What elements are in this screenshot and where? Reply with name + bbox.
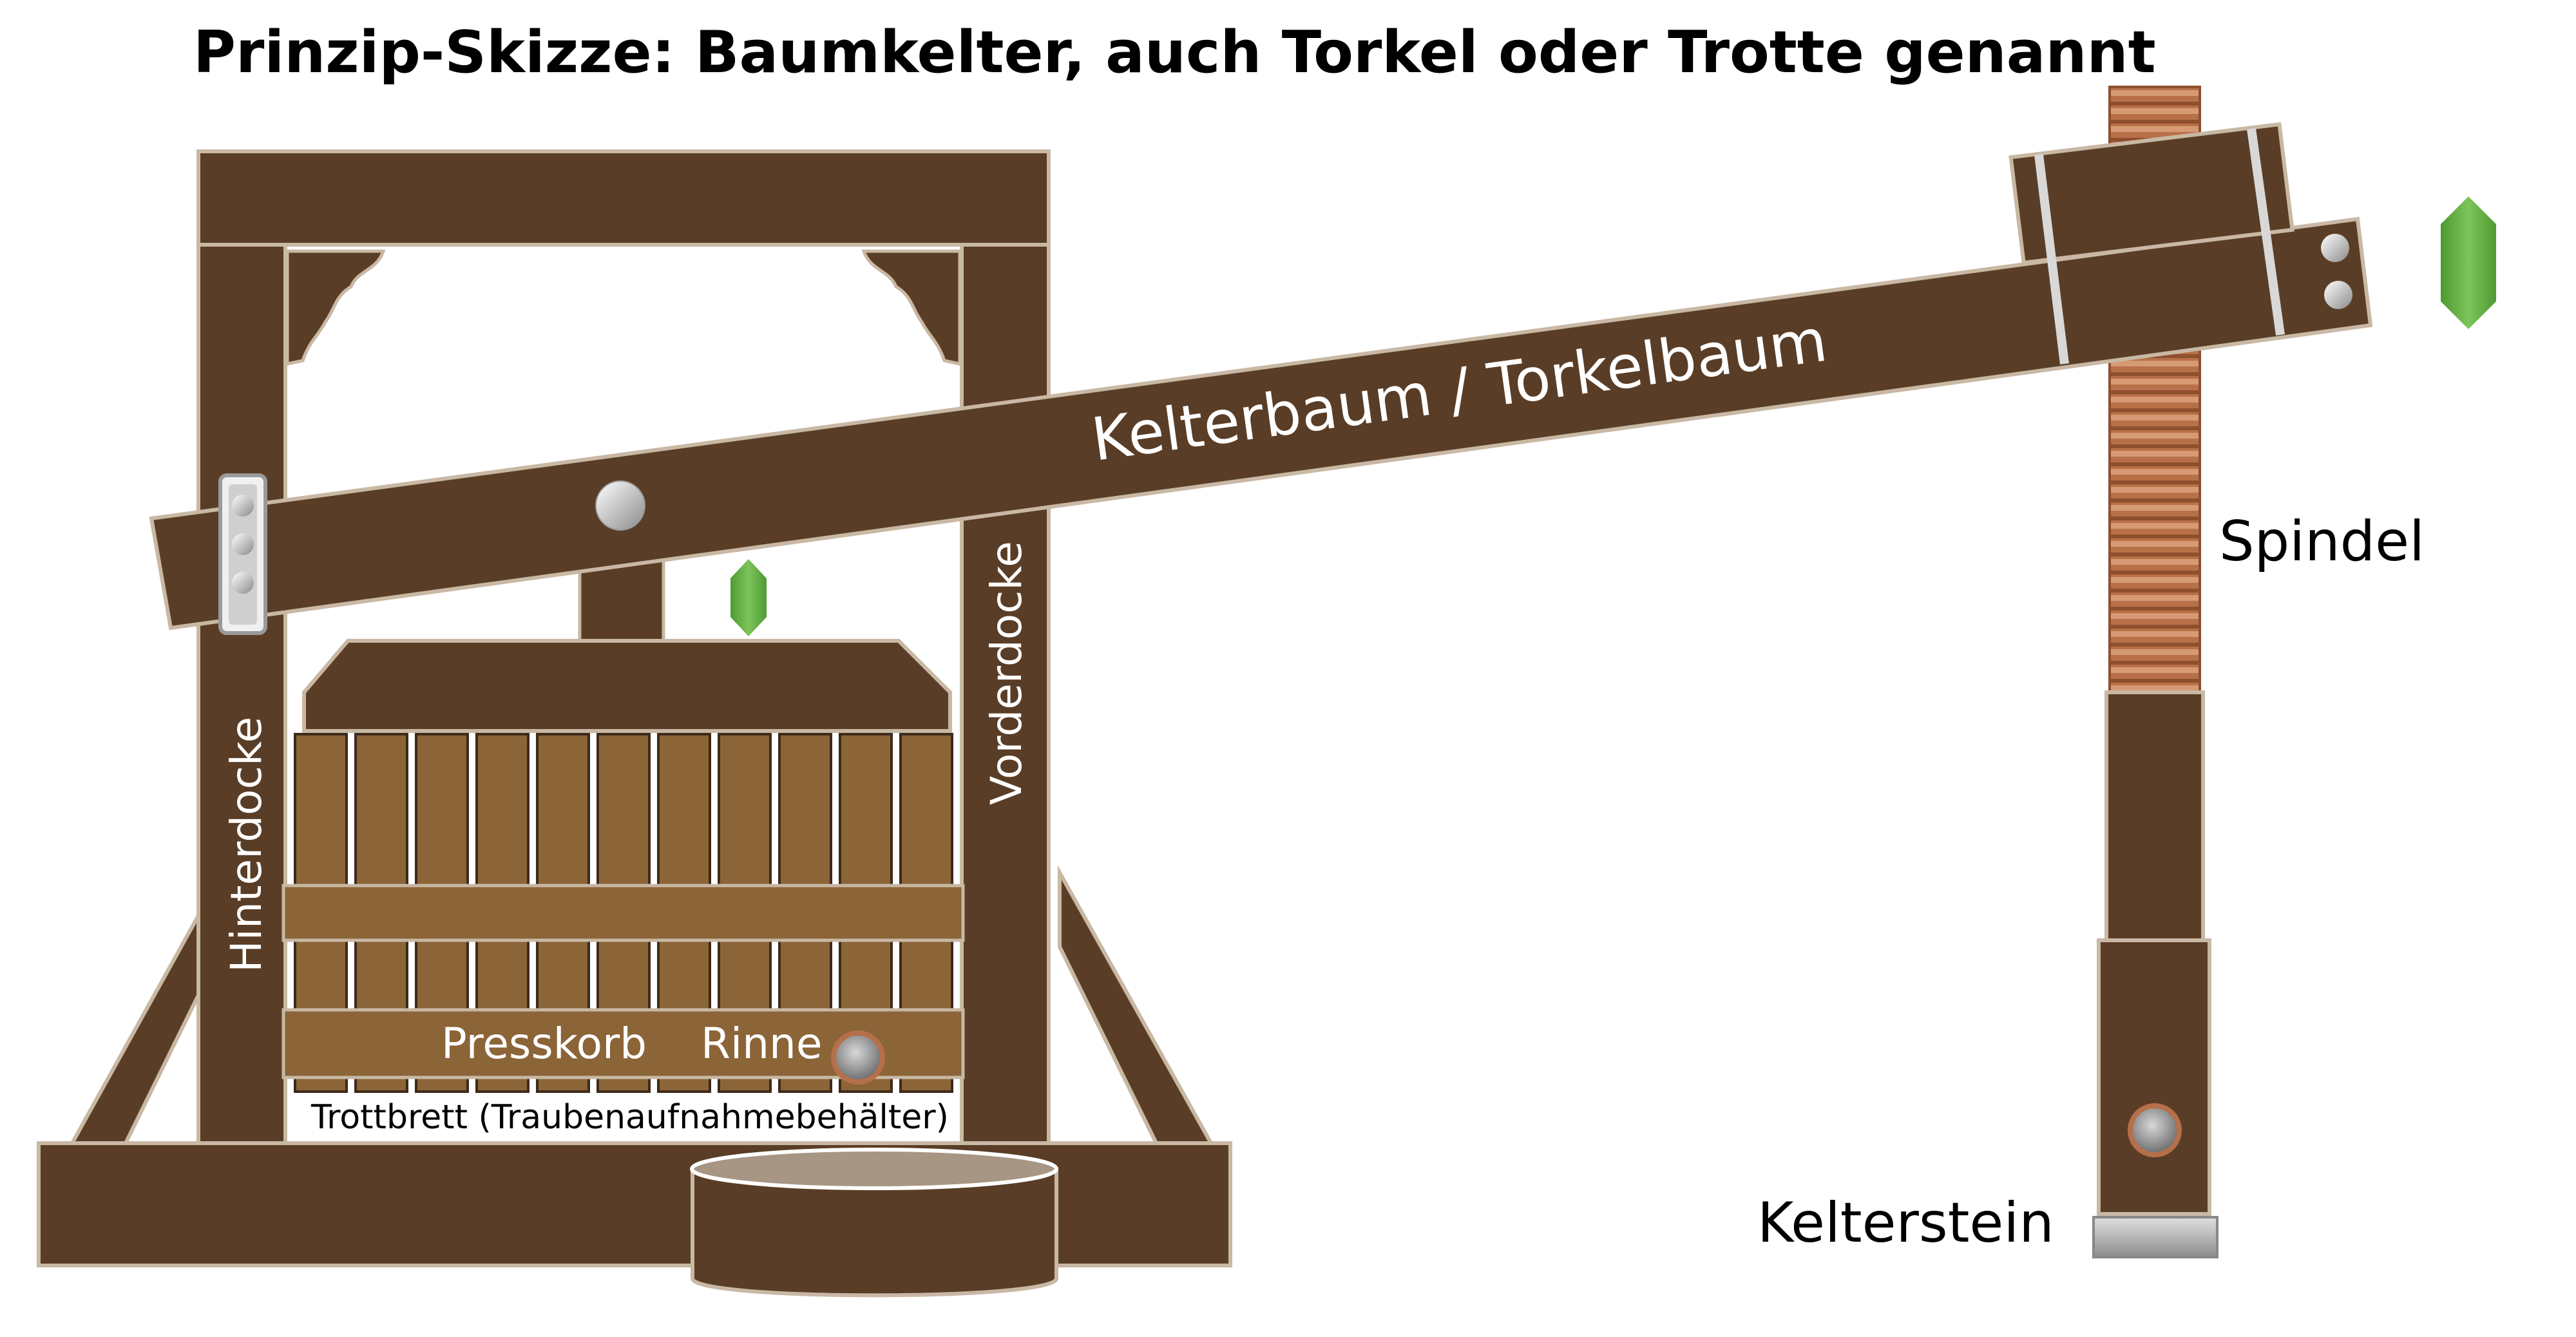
label-presskorb: Presskorb — [441, 1019, 647, 1068]
beam-metal-band-1 — [2034, 154, 2069, 365]
press-stem — [578, 552, 665, 646]
label-trottbrett: Trottbrett (Traubenaufnahmebehälter) — [310, 1098, 949, 1137]
label-hinterdocke: Hinterdocke — [222, 717, 271, 972]
left-corner-bracket — [285, 249, 386, 366]
clamp-bolt-1 — [232, 495, 254, 517]
clamp-bolt-2 — [232, 533, 254, 555]
spindel-housing-upper — [2104, 690, 2205, 942]
label-kelterstein: Kelterstein — [1757, 1191, 2054, 1255]
hinterdocke-post — [196, 243, 287, 1148]
label-rinne: Rinne — [701, 1019, 822, 1068]
right-corner-bracket — [861, 249, 962, 366]
basin-rim — [690, 1148, 1058, 1190]
clamp-bolt-3 — [232, 572, 254, 594]
press-lid — [302, 639, 952, 733]
presskorb-upper-band — [281, 884, 965, 942]
vorderdocke-post — [960, 243, 1051, 1148]
top-crossbeam — [196, 149, 1051, 247]
motion-arrow-icon — [2441, 196, 2496, 329]
beam-metal-band-2 — [2247, 128, 2285, 336]
spindel-pivot-pin — [2128, 1103, 2182, 1157]
beam-pivot-bolt — [595, 480, 645, 531]
collecting-basin — [691, 1167, 1058, 1298]
diagram-title: Prinzip-Skizze: Baumkelter, auch Torkel … — [193, 19, 2156, 86]
label-vorderdocke: Vorderdocke — [982, 541, 1031, 805]
spindel-housing-lower — [2097, 938, 2211, 1216]
rinne-outlet — [831, 1030, 885, 1085]
motion-arrow-icon — [730, 559, 767, 636]
kelterbaum-beam — [149, 216, 2373, 631]
spindel-nut-block — [2008, 122, 2295, 265]
beam-end-bolt-1 — [2321, 234, 2349, 262]
kelterstein-stone — [2092, 1216, 2218, 1258]
beam-end-bolt-2 — [2324, 281, 2352, 309]
right-diagonal-brace — [1058, 865, 1215, 1145]
label-spindel: Spindel — [2219, 509, 2425, 574]
